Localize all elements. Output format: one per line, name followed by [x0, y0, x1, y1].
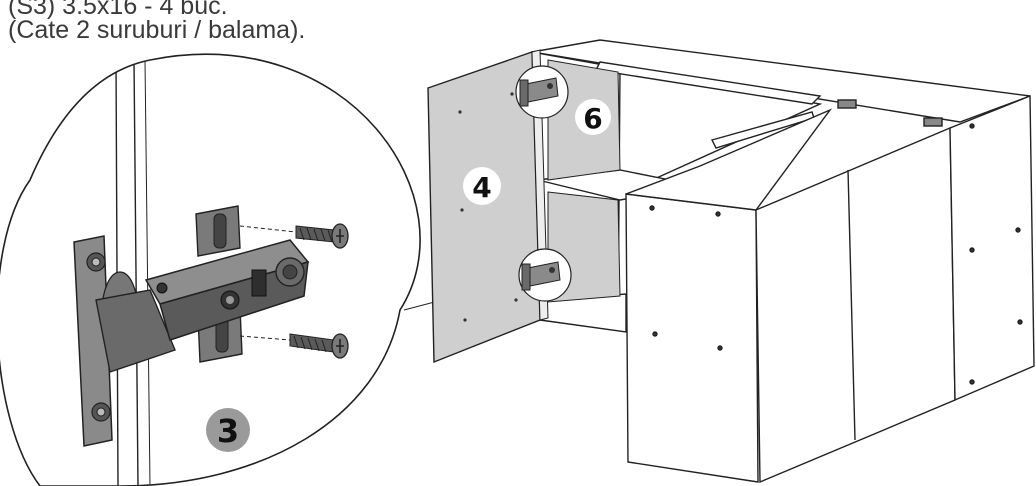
caption-line-screws: (S3) 3.5x16 - 4 buc.	[8, 0, 228, 20]
step-badge: 3	[206, 408, 250, 452]
part-number-cabinet: 6	[583, 102, 602, 135]
caption-line-per-hinge: (Cate 2 suruburi / balama).	[8, 16, 306, 44]
instruction-caption: (S3) 3.5x16 - 4 buc. (Cate 2 suruburi / …	[8, 0, 306, 44]
detail-magnifier: 3	[0, 53, 421, 486]
part-number-door: 4	[472, 171, 491, 204]
screw-icon	[295, 223, 349, 249]
step-number: 3	[217, 412, 239, 450]
cabinet	[531, 39, 1035, 484]
hinge-icon	[73, 205, 310, 447]
screw-icon	[289, 333, 349, 359]
hinge-icon	[515, 65, 569, 119]
part-label-cabinet: 6	[575, 99, 611, 135]
hinge-icon	[518, 248, 572, 302]
